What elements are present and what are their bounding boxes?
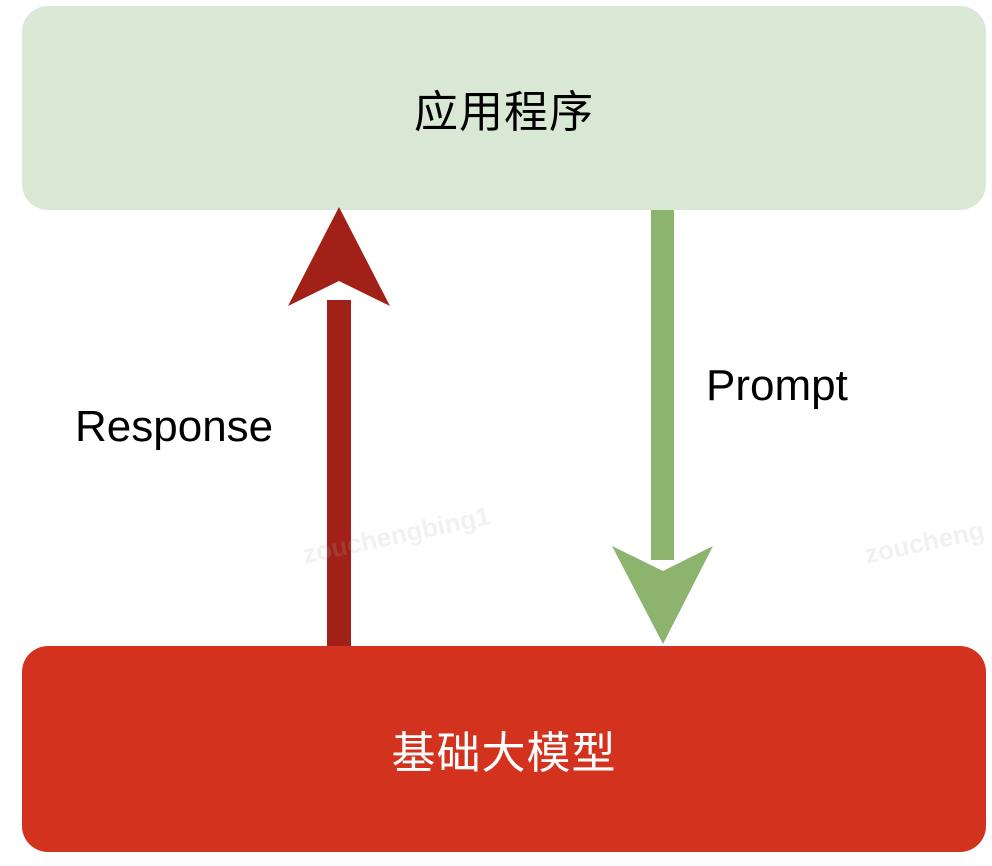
application-label: 应用程序 [414,87,594,138]
application-box: 应用程序 [22,6,986,210]
response-arrow [288,207,390,652]
response-label: Response [75,402,274,451]
prompt-label: Prompt [706,361,848,410]
prompt-arrow [612,210,713,644]
foundation-model-box: 基础大模型 [22,646,986,852]
foundation-model-label: 基础大模型 [391,728,617,779]
